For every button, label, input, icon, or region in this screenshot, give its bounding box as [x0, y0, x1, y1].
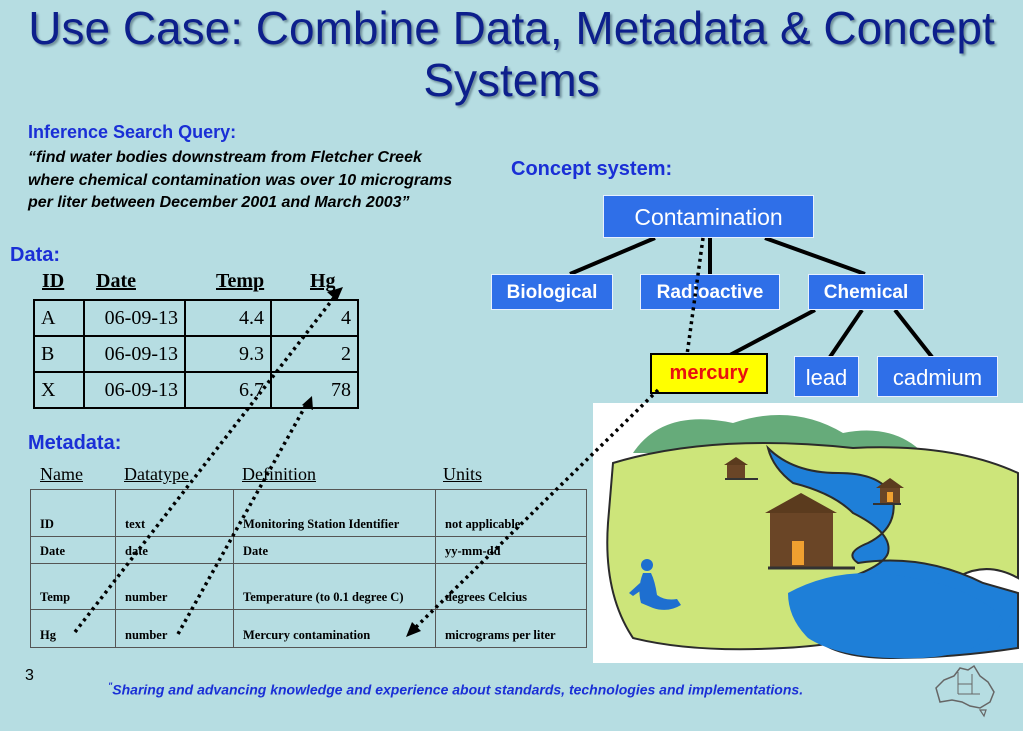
meta-col-name: Name — [40, 464, 83, 484]
concept-heading: Concept system: — [511, 158, 673, 180]
concept-node-chemical: Chemical — [808, 274, 924, 310]
data-col-hg: Hg — [310, 270, 336, 292]
data-heading: Data: — [10, 244, 61, 266]
house-icon — [724, 457, 758, 480]
tree-edge — [893, 308, 934, 359]
australia-map-icon — [935, 664, 995, 718]
data-col-date: Date — [96, 270, 136, 292]
footer-text-wrapper: "Sharing and advancing knowledge and exp… — [108, 681, 803, 698]
landscape-illustration — [593, 403, 1023, 663]
concept-node-cadmium: cadmium — [877, 356, 998, 397]
query-heading: Inference Search Query: — [28, 122, 237, 142]
lake-shape — [788, 573, 1003, 659]
house-icon — [765, 493, 855, 570]
tree-edge — [729, 308, 816, 357]
query-text: “find water bodies downstream from Fletc… — [28, 149, 453, 211]
concept-node-contamination: Contamination — [603, 195, 814, 238]
house-icon — [873, 478, 904, 505]
data-col-temp: Temp — [216, 270, 265, 292]
tree-edge — [828, 308, 864, 359]
concept-node-biological: Biological — [491, 274, 613, 310]
concept-node-lead: lead — [794, 356, 859, 397]
hill-shape — [633, 415, 923, 453]
footer-text: Sharing and advancing knowledge and expe… — [112, 681, 804, 698]
slide-number: 3 — [25, 667, 34, 684]
tree-edge — [569, 236, 656, 276]
slide-title: Use Case: Combine Data, Metadata & Conce… — [28, 2, 995, 106]
footer-mark: " — [108, 681, 113, 691]
tree-edge — [764, 236, 866, 276]
data-col-id: ID — [42, 270, 65, 292]
concept-node-radioactive: Radioactive — [640, 274, 780, 310]
concept-node-mercury: mercury — [650, 353, 768, 394]
